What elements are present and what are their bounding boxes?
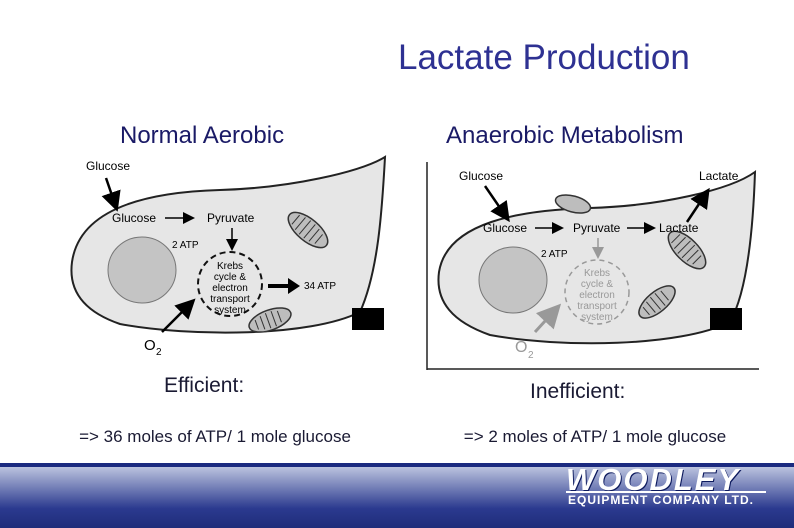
logo-divider [566, 491, 766, 493]
mitochondrion [667, 230, 707, 270]
krebs-cycle [197, 251, 263, 317]
oxygen-label: O [515, 339, 527, 356]
glucose-inside-label: Glucose [483, 221, 527, 235]
anaerobic-yield-text: => 2 moles of ATP/ 1 mole glucose [463, 427, 727, 446]
aerobic-yield-text: => 36 moles of ATP/ 1 mole glucose [79, 427, 351, 446]
krebs-label-4: transport [577, 301, 617, 312]
krebs-label-4: transport [210, 294, 250, 305]
krebs-label-1: Krebs [584, 268, 610, 279]
atp-34-label: 34 ATP [304, 281, 336, 292]
nucleus [478, 246, 548, 314]
krebs-label-3: electron [212, 283, 248, 294]
anaerobic-heading: Anaerobic Metabolism [446, 122, 684, 149]
footer-bar [0, 463, 794, 528]
mitochondrion [554, 194, 592, 214]
atp-2-label: 2 ATP [541, 249, 568, 260]
krebs-label-1: Krebs [217, 261, 243, 272]
aerobic-efficiency-label: Efficient: [164, 374, 245, 397]
mitochondrion [638, 285, 676, 319]
krebs-label-2: cycle & [214, 272, 247, 283]
aerobic-cell-diagram: Glucose Glucose Pyruvate 2 ATP Krebs cyc… [70, 155, 387, 357]
atp-2-label: 2 ATP [172, 240, 199, 251]
oxygen-label: O [144, 337, 156, 354]
glucose-inside-label: Glucose [112, 211, 156, 225]
nucleus [107, 236, 177, 304]
krebs-label-2: cycle & [581, 279, 614, 290]
atp-arrow [268, 278, 300, 294]
black-marker-box [710, 308, 742, 330]
aerobic-heading: Normal Aerobic [120, 122, 285, 149]
krebs-label-5: system [214, 305, 246, 316]
anaerobic-cell-diagram: Glucose Lactate Glucose Pyruvate Lactate… [426, 162, 759, 370]
oxygen-subscript: 2 [528, 350, 534, 361]
glucose-outside-label: Glucose [459, 169, 503, 183]
lactate-inside-label: Lactate [659, 221, 699, 235]
company-logo-subtitle: EQUIPMENT COMPANY LTD. [568, 493, 755, 507]
slide-title: Lactate Production [398, 38, 690, 77]
black-marker-box [352, 308, 384, 330]
pyruvate-label: Pyruvate [573, 221, 621, 235]
lactate-outside-label: Lactate [699, 169, 739, 183]
krebs-label-5: system [581, 312, 613, 323]
pyruvate-label: Pyruvate [207, 211, 255, 225]
krebs-cycle [564, 259, 630, 325]
mitochondrion [248, 307, 292, 333]
krebs-label-3: electron [579, 290, 615, 301]
mitochondrion [287, 211, 329, 249]
oxygen-subscript: 2 [156, 347, 162, 357]
glucose-outside-label: Glucose [86, 159, 130, 173]
footer-top-band [0, 463, 794, 467]
anaerobic-efficiency-label: Inefficient: [530, 380, 626, 403]
